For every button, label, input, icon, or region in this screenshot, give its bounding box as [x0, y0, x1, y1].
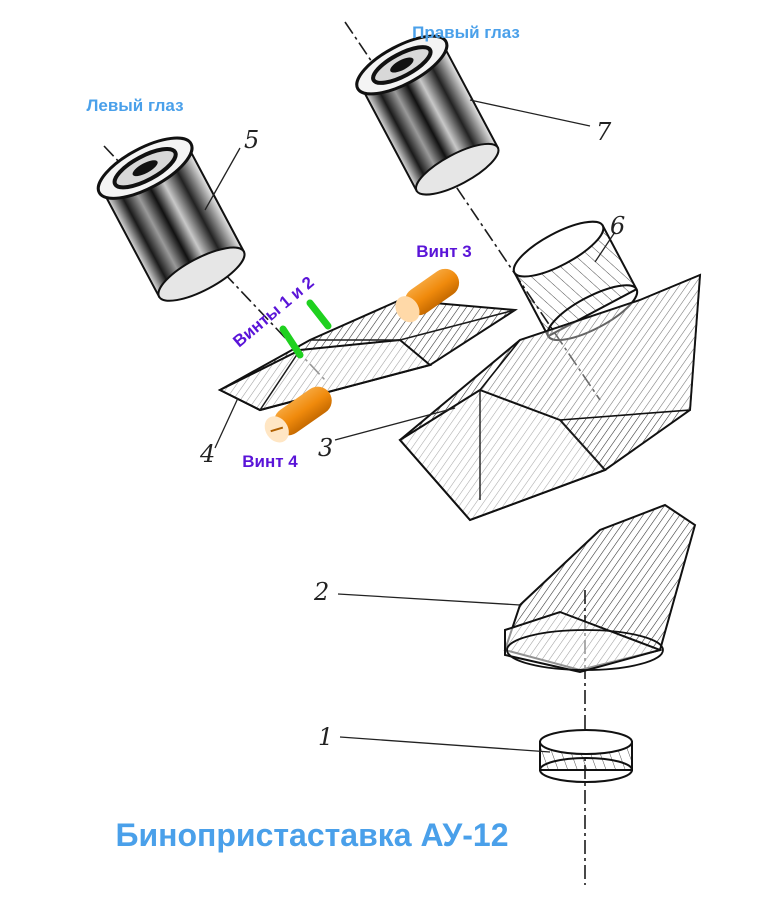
label-screw-4: Винт 4 — [242, 452, 298, 471]
page-title: Бинопристаставка АУ-12 — [115, 817, 508, 853]
prism-4 — [217, 298, 518, 412]
label-screws-1-2: Винты 1 и 2 — [229, 273, 317, 351]
screws-1-and-2 — [279, 299, 332, 359]
eyepiece-left-5 — [96, 136, 246, 302]
part-number-6: 6 — [610, 212, 625, 240]
eyepiece-right-7 — [355, 34, 500, 196]
leader-lines — [204, 99, 616, 753]
part-number-5: 5 — [244, 126, 259, 154]
screw-3 — [395, 268, 460, 323]
part-number-7: 7 — [596, 118, 612, 146]
part-number-4: 4 — [199, 440, 215, 468]
label-left-eye: Левый глаз — [86, 96, 183, 115]
label-right-eye: Правый глаз — [412, 23, 520, 42]
screw-4 — [264, 386, 332, 443]
part-number-1: 1 — [318, 723, 333, 751]
part-number-2: 2 — [313, 578, 329, 606]
prism-3 — [398, 273, 702, 522]
prism-2 — [503, 503, 697, 674]
part-number-3: 3 — [318, 434, 333, 462]
label-screw-3: Винт 3 — [416, 242, 472, 261]
lens-1 — [539, 729, 633, 783]
